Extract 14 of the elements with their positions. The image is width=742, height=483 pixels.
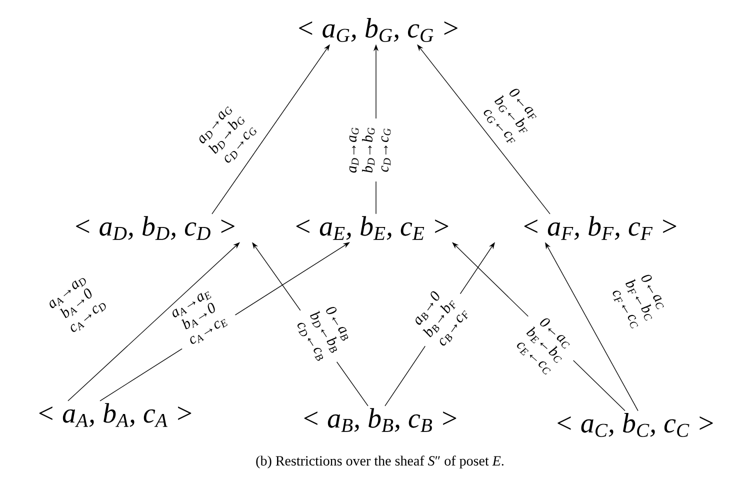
arrow: [68, 242, 240, 402]
edge-label: a$_{A}$→a$_{D}$ b$_{A}$→0 c$_{A}$→c$_{D}$: [40, 268, 116, 342]
edge-label: a$_{A}$→a$_{E}$ b$_{A}$→0 c$_{A}$→c$_{E}$: [162, 283, 238, 353]
tuple-label: < a$_{D}$, b$_{D}$, c$_{D}$ >: [76, 216, 234, 240]
tuple-label: < a$_{C}$, b$_{C}$, c$_{C}$ >: [558, 413, 713, 438]
tuple-label: < a$_{F}$, b$_{F}$, c$_{F}$ >: [524, 216, 676, 240]
tuple-label: < a$_{A}$, b$_{A}$, c$_{A}$ >: [39, 403, 192, 427]
caption: (b) Restrictions over the sheaf S″ of poset E.: [256, 456, 504, 468]
edge-label: a$_{D}$→a$_{G}$ b$_{D}$→b$_{G}$ c$_{D}$→c$_{G}$: [192, 97, 264, 173]
tuple-label: < a$_{E}$, b$_{E}$, c$_{E}$ >: [296, 216, 448, 240]
tuple-label: < a$_{G}$, b$_{G}$, c$_{G}$ >: [299, 18, 458, 42]
edge-label: a$_{B}$→0 b$_{B}$→b$_{F}$ c$_{B}$→c$_{F}$: [403, 279, 477, 357]
edge-label: a$_{D}$→a$_{G}$ b$_{D}$→b$_{G}$ c$_{D}$→c$_{G}$: [348, 118, 392, 182]
tuple-label: < a$_{B}$, b$_{B}$, c$_{B}$ >: [304, 408, 456, 432]
